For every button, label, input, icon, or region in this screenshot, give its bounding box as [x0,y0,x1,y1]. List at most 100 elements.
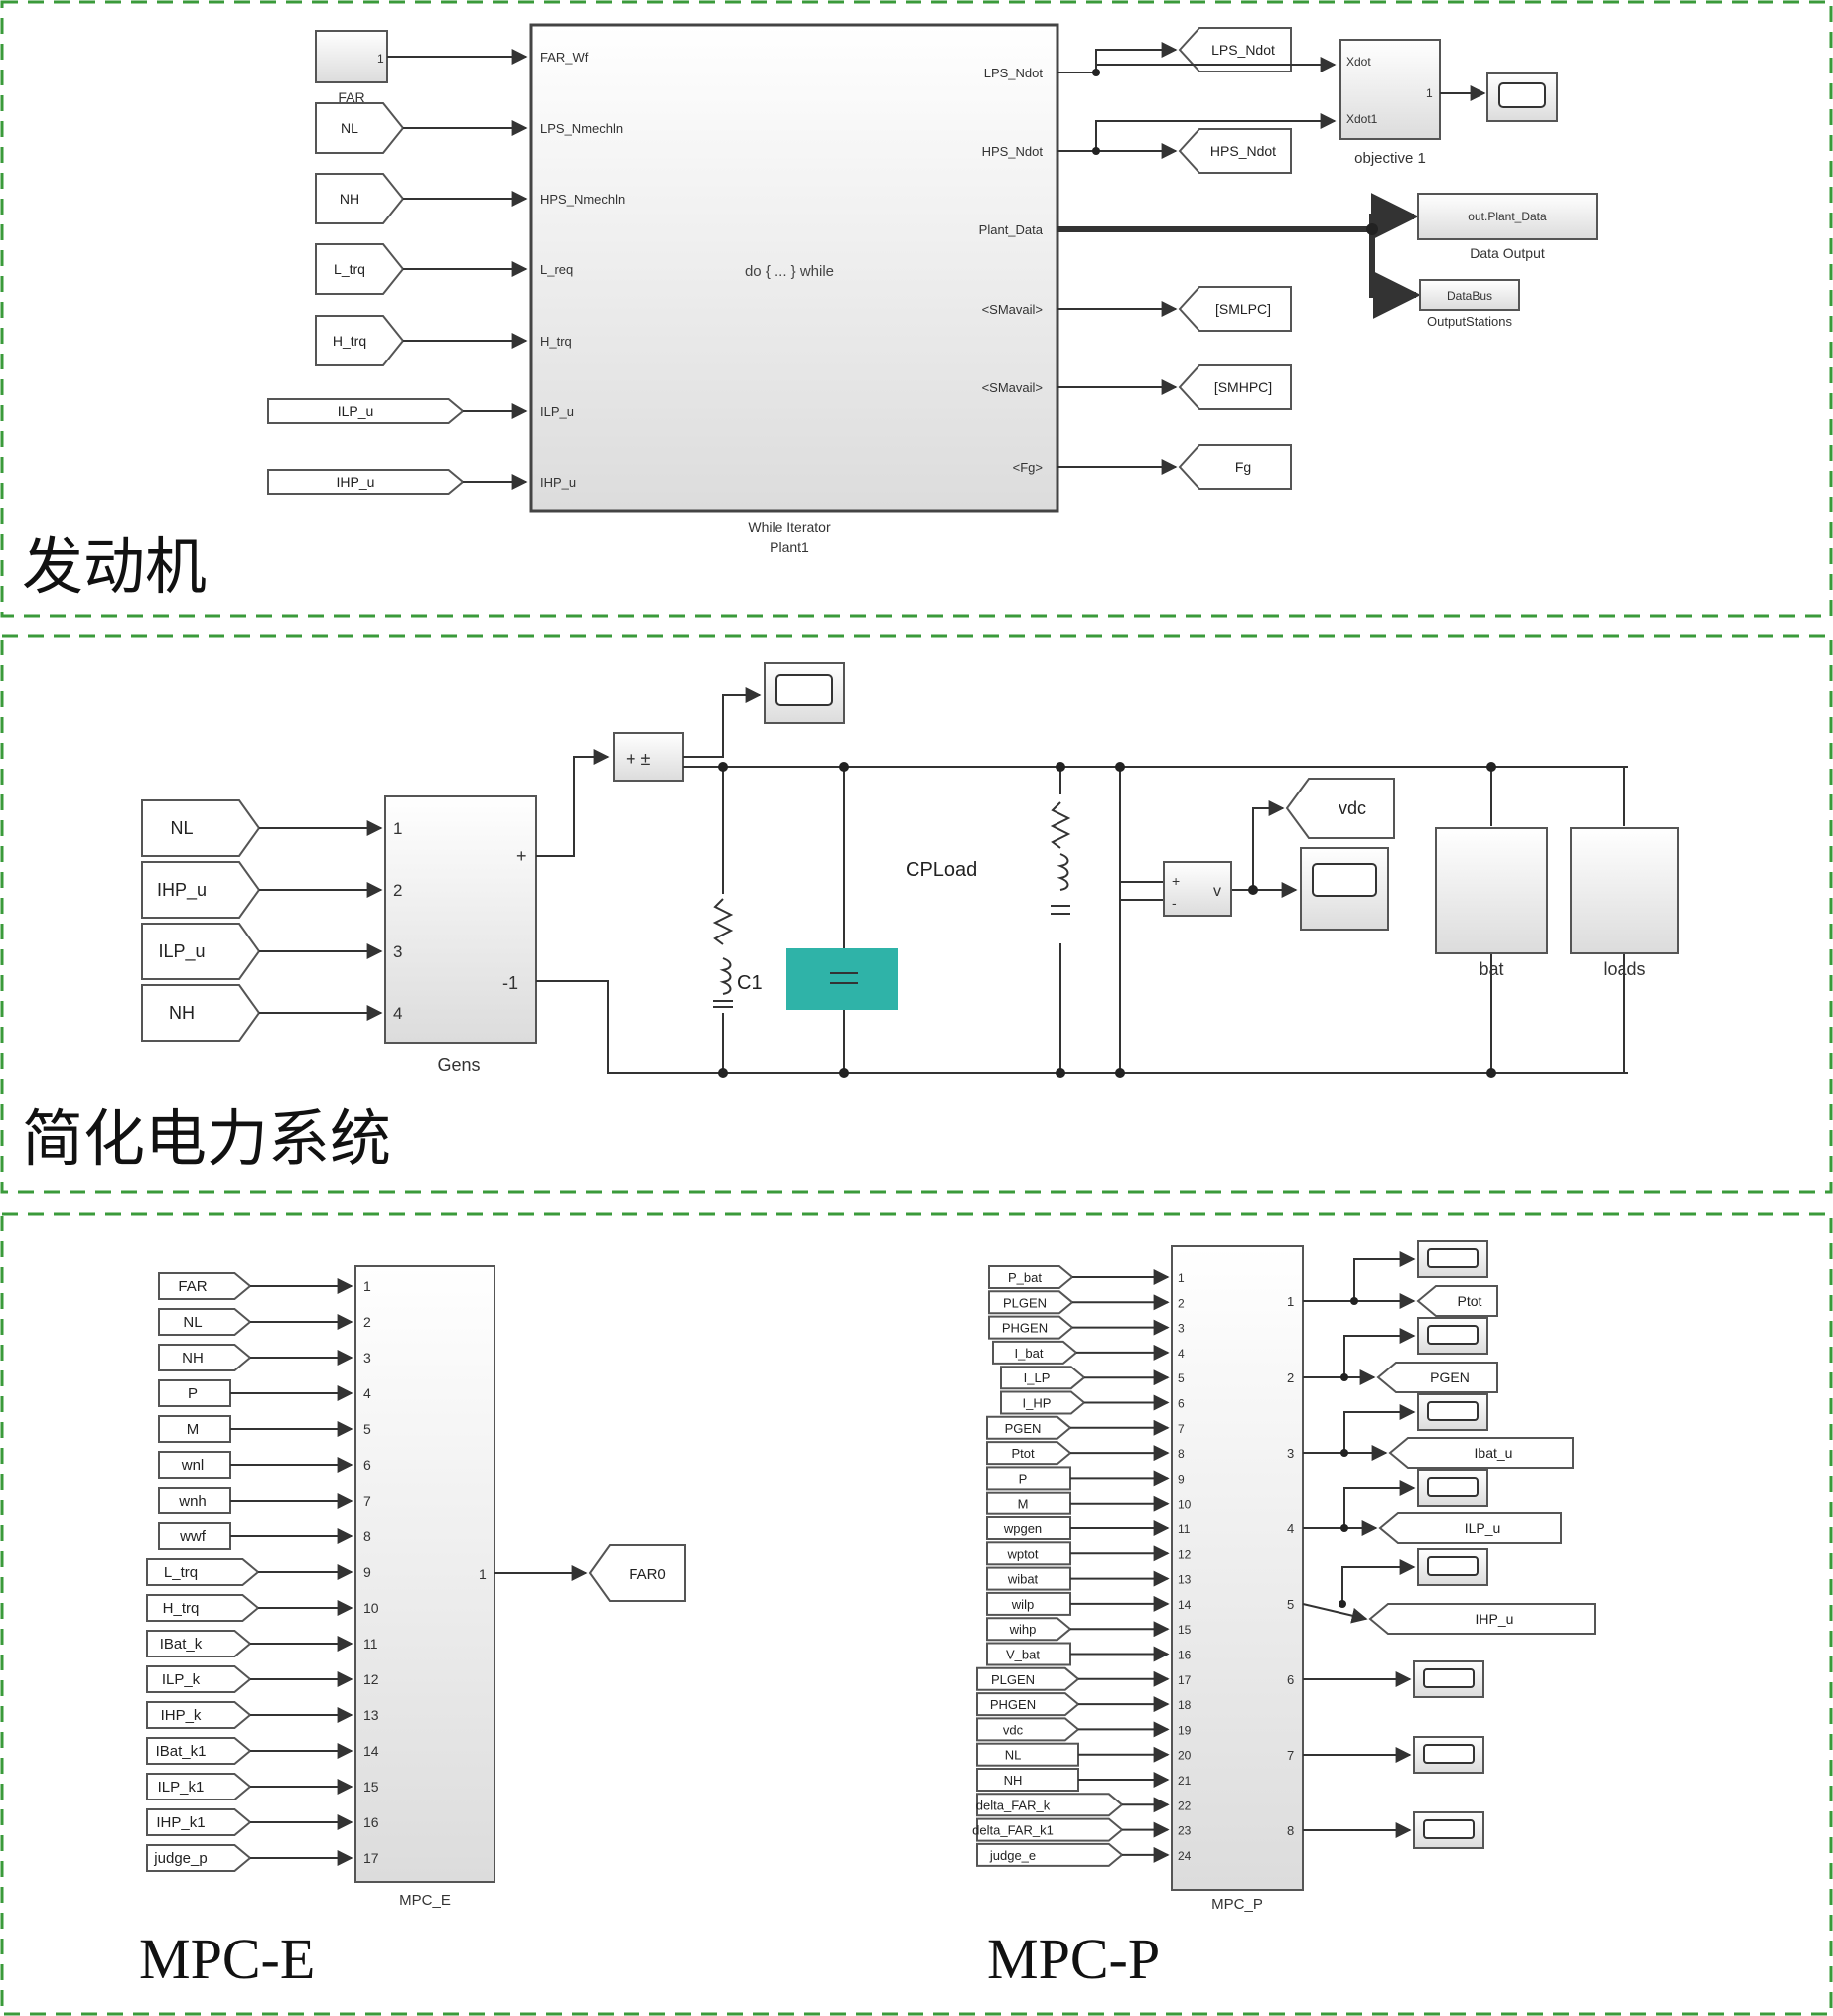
mpc-p-block[interactable] [1171,1245,1304,1891]
data-output-block-label: out.Plant_Data [1468,210,1547,223]
mpc-e-input-const[interactable] [158,1379,231,1407]
mpc-p-input-tag[interactable] [1000,1366,1086,1390]
goto-tag--smhpc-[interactable] [1178,364,1292,410]
from-tag-h-trq[interactable] [315,315,405,366]
goto-tag-label: [SMLPC] [1215,301,1271,317]
mpc-e-input-tag[interactable] [146,1665,252,1693]
goto-tag-lps-ndot[interactable] [1178,27,1292,72]
mpc-p-input-tag[interactable] [988,1265,1074,1289]
objective-scope[interactable] [1486,72,1558,122]
power-from-tag-ilp-u[interactable] [141,923,261,980]
mpc-p-input-const[interactable] [976,1742,1079,1767]
mpc-e-input-const[interactable] [158,1415,231,1443]
mpc-p-input-tag[interactable] [992,1340,1078,1365]
mpc-p-input-tag[interactable] [986,1617,1072,1642]
mpc-e-block[interactable] [354,1265,495,1883]
mpc-e-input-tag[interactable] [146,1808,252,1836]
mpc-p-input-tag[interactable] [986,1415,1072,1440]
power-from-tag-nl[interactable] [141,799,261,857]
from-tag-l-trq[interactable] [315,243,405,295]
from-tag-nl[interactable] [315,102,405,154]
plant-block[interactable] [529,23,1059,513]
mpc-e-input-const[interactable] [158,1451,231,1479]
mpc-e-input-tag[interactable] [146,1773,252,1800]
mpc-e-input-tag[interactable] [158,1344,252,1371]
mpc-e-port-number: 7 [363,1493,371,1509]
mpc-e-input-tag[interactable] [146,1558,260,1586]
objective-block[interactable] [1340,39,1441,140]
mpc-p-goto-ilp-u[interactable] [1378,1512,1562,1544]
mpc-p-input-tag[interactable] [988,1290,1074,1315]
dc-capacitor[interactable] [786,948,898,1010]
power-scope-vdc[interactable] [1300,847,1389,931]
goto-tag--smlpc-[interactable] [1178,286,1292,332]
mpc-p-output-wire [1302,1603,1368,1624]
data-output-block[interactable] [1417,193,1598,240]
goto-tag-hps-ndot[interactable] [1178,128,1292,174]
mpc-p-port-number: 20 [1178,1749,1192,1763]
mpc-e-input-label: M [187,1421,200,1438]
loads-block[interactable] [1570,827,1679,954]
goto-tag-fg[interactable] [1178,444,1292,490]
mpc-p-input-tag[interactable] [976,1717,1080,1742]
power-from-tag-nh[interactable] [141,984,261,1042]
mpc-e-input-label: ILP_k1 [158,1779,205,1796]
mpc-p-out-port: 4 [1287,1521,1294,1536]
far0-goto-label: FAR0 [629,1566,666,1583]
mpc-p-input-tag[interactable] [976,1692,1080,1717]
objective-in1-label: Xdot [1346,55,1371,69]
mpc-p-input-tag[interactable] [976,1793,1124,1817]
plant-input-port-label: H_trq [540,334,572,349]
mpc-e-input-tag[interactable] [146,1844,252,1872]
mpc-e-input-tag[interactable] [158,1272,252,1300]
mpc-p-goto-pgen[interactable] [1376,1362,1498,1393]
mpc-p-input-const[interactable] [986,1466,1071,1491]
voltage-meter-block[interactable] [1163,861,1232,917]
plant-data-bus-wire [1058,193,1419,240]
mpc-p-goto-ihp-u[interactable] [1368,1603,1596,1635]
mpc-p-input-label: PLGEN [991,1672,1035,1687]
mpc-e-input-label: IBat_k1 [156,1743,207,1760]
mpc-p-port-number: 21 [1178,1774,1192,1788]
far0-goto-tag[interactable] [588,1544,686,1602]
mpc-p-goto-ibat-u[interactable] [1388,1437,1574,1469]
mpc-p-input-tag[interactable] [1000,1390,1086,1415]
gens-block[interactable] [384,795,537,1044]
mpc-e-input-tag[interactable] [158,1308,252,1336]
plant-name-line1: While Iterator [748,519,831,535]
mpc-p-out-port: 6 [1287,1672,1294,1687]
mpc-p-input-const[interactable] [976,1768,1079,1792]
mpc-p-port-number: 1 [1178,1271,1185,1285]
mpc-e-input-tag[interactable] [146,1630,252,1657]
power-from-tag-ihp-u[interactable] [141,861,261,919]
power-scope-top[interactable] [764,662,845,724]
mpc-p-input-tag[interactable] [976,1817,1124,1842]
from-tag-ilp-u[interactable] [267,398,465,424]
c1-branch[interactable] [712,894,734,1013]
mpc-e-input-tag[interactable] [146,1701,252,1729]
loads-name: loads [1603,959,1645,979]
from-tag-nh[interactable] [315,173,405,224]
plant-output-port-label: <Fg> [1013,460,1043,475]
from-tag-ihp-u[interactable] [267,469,465,495]
mpc-p-port-number: 11 [1178,1522,1191,1536]
mpc-p-port-number: 15 [1178,1623,1192,1637]
wire-junction [1092,69,1100,76]
mpc-p-input-tag[interactable] [976,1842,1124,1867]
cpload-label: CPLoad [906,859,977,881]
gens-input-port: 1 [393,819,402,838]
output-stations-block[interactable] [1419,279,1520,311]
mpc-e-input-tag[interactable] [146,1737,252,1765]
mpc-p-input-tag[interactable] [988,1315,1074,1340]
mpc-p-goto-ptot[interactable] [1416,1285,1498,1317]
from-tag-label: ILP_u [338,403,374,419]
mpc-p-input-tag[interactable] [976,1666,1080,1691]
bus-junction [1366,223,1378,235]
battery-block[interactable] [1435,827,1548,954]
sum-block[interactable] [613,732,684,782]
mpc-e-input-tag[interactable] [146,1594,260,1622]
mpc-p-input-const[interactable] [986,1491,1071,1515]
vdc-goto-tag[interactable] [1285,778,1395,839]
mpc-p-input-tag[interactable] [986,1441,1072,1466]
cpload-branch[interactable] [1050,794,1071,943]
